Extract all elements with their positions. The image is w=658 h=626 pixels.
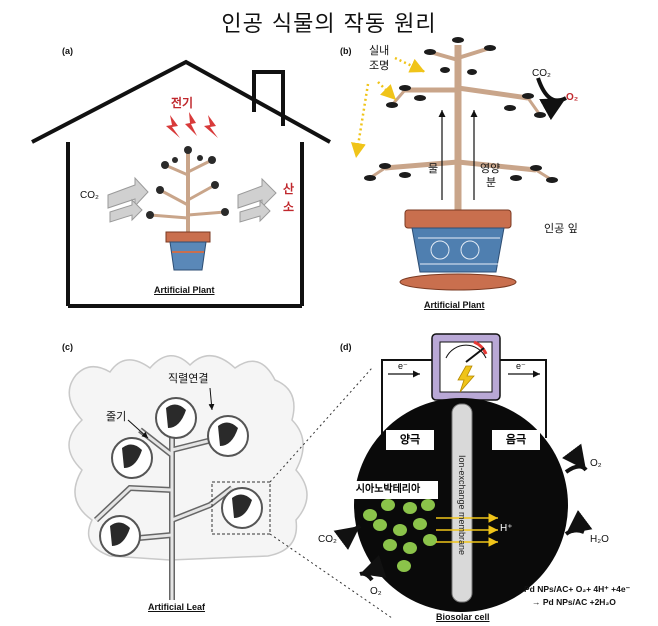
house-outline bbox=[31, 59, 331, 308]
circuit-wires bbox=[381, 359, 547, 438]
leaf-label: 인공 잎 bbox=[544, 222, 578, 235]
equation-line-1: Pd NPs/AC+ O₂+ 4H⁺ +4e⁻ bbox=[524, 584, 631, 594]
panel-a-label: (a) bbox=[62, 46, 73, 56]
indoor-light-label-2: 조명 bbox=[369, 59, 390, 72]
cathode-label: 음극 bbox=[492, 430, 540, 450]
water-label: 물 bbox=[428, 162, 439, 175]
oxygen-label-2: 소 bbox=[283, 200, 295, 214]
gas-arrows-d bbox=[333, 443, 593, 582]
equation-line-2: → Pd NPs/AC +2H₂O bbox=[532, 597, 616, 607]
anode-label: 양극 bbox=[386, 430, 434, 450]
cyanobacteria-label: 시아노박테리아 bbox=[338, 481, 438, 499]
series-connection-label: 직렬연결 bbox=[168, 372, 209, 385]
lightning-icons bbox=[166, 112, 218, 138]
gas-arrows-a bbox=[107, 176, 277, 223]
nutrient-label-1: 영양 bbox=[480, 162, 501, 175]
plant-b bbox=[364, 37, 558, 291]
annotation-arrows-c bbox=[127, 387, 215, 439]
caption-b: Artificial Plant bbox=[424, 300, 485, 310]
o2-label-right: O₂ bbox=[590, 458, 602, 469]
co2-label-a: CO₂ bbox=[80, 190, 99, 201]
plant-a bbox=[146, 146, 229, 271]
co2-label-d: CO₂ bbox=[318, 534, 337, 545]
membrane-label: Ion-exchange membrane bbox=[457, 454, 467, 556]
caption-c: Artificial Leaf bbox=[148, 602, 206, 612]
oxygen-label-1: 산 bbox=[283, 182, 295, 196]
electricity-label: 전기 bbox=[171, 96, 194, 110]
proton-label: H⁺ bbox=[500, 523, 513, 534]
proton-arrows bbox=[436, 513, 498, 547]
panel-d-label: (d) bbox=[340, 342, 352, 352]
meter-icon bbox=[431, 333, 501, 401]
nutrient-label-2: 분 bbox=[486, 176, 497, 189]
h2o-label: H₂O bbox=[590, 534, 609, 545]
panel-c-label: (c) bbox=[62, 342, 73, 352]
light-arrows bbox=[350, 56, 426, 159]
co2-label-b: CO₂ bbox=[532, 68, 551, 79]
stem-label: 줄기 bbox=[106, 410, 127, 423]
electron-label-right: e⁻ bbox=[516, 361, 526, 371]
electron-label-left: e⁻ bbox=[398, 361, 408, 371]
cell-discs bbox=[99, 397, 263, 557]
caption-d: Biosolar cell bbox=[436, 612, 490, 622]
zoom-lines bbox=[269, 367, 393, 619]
indoor-light-label-1: 실내 bbox=[369, 44, 390, 57]
figure-title: 인공 식물의 작동 원리 bbox=[221, 12, 437, 37]
o2-label-bottom: O₂ bbox=[370, 586, 382, 597]
gas-exchange-arrow bbox=[536, 77, 567, 121]
cyanobacteria bbox=[363, 499, 437, 572]
panel-b-label: (b) bbox=[340, 46, 352, 56]
o2-label-b: O₂ bbox=[566, 92, 579, 103]
membrane bbox=[451, 403, 473, 603]
caption-a: Artificial Plant bbox=[154, 285, 215, 295]
